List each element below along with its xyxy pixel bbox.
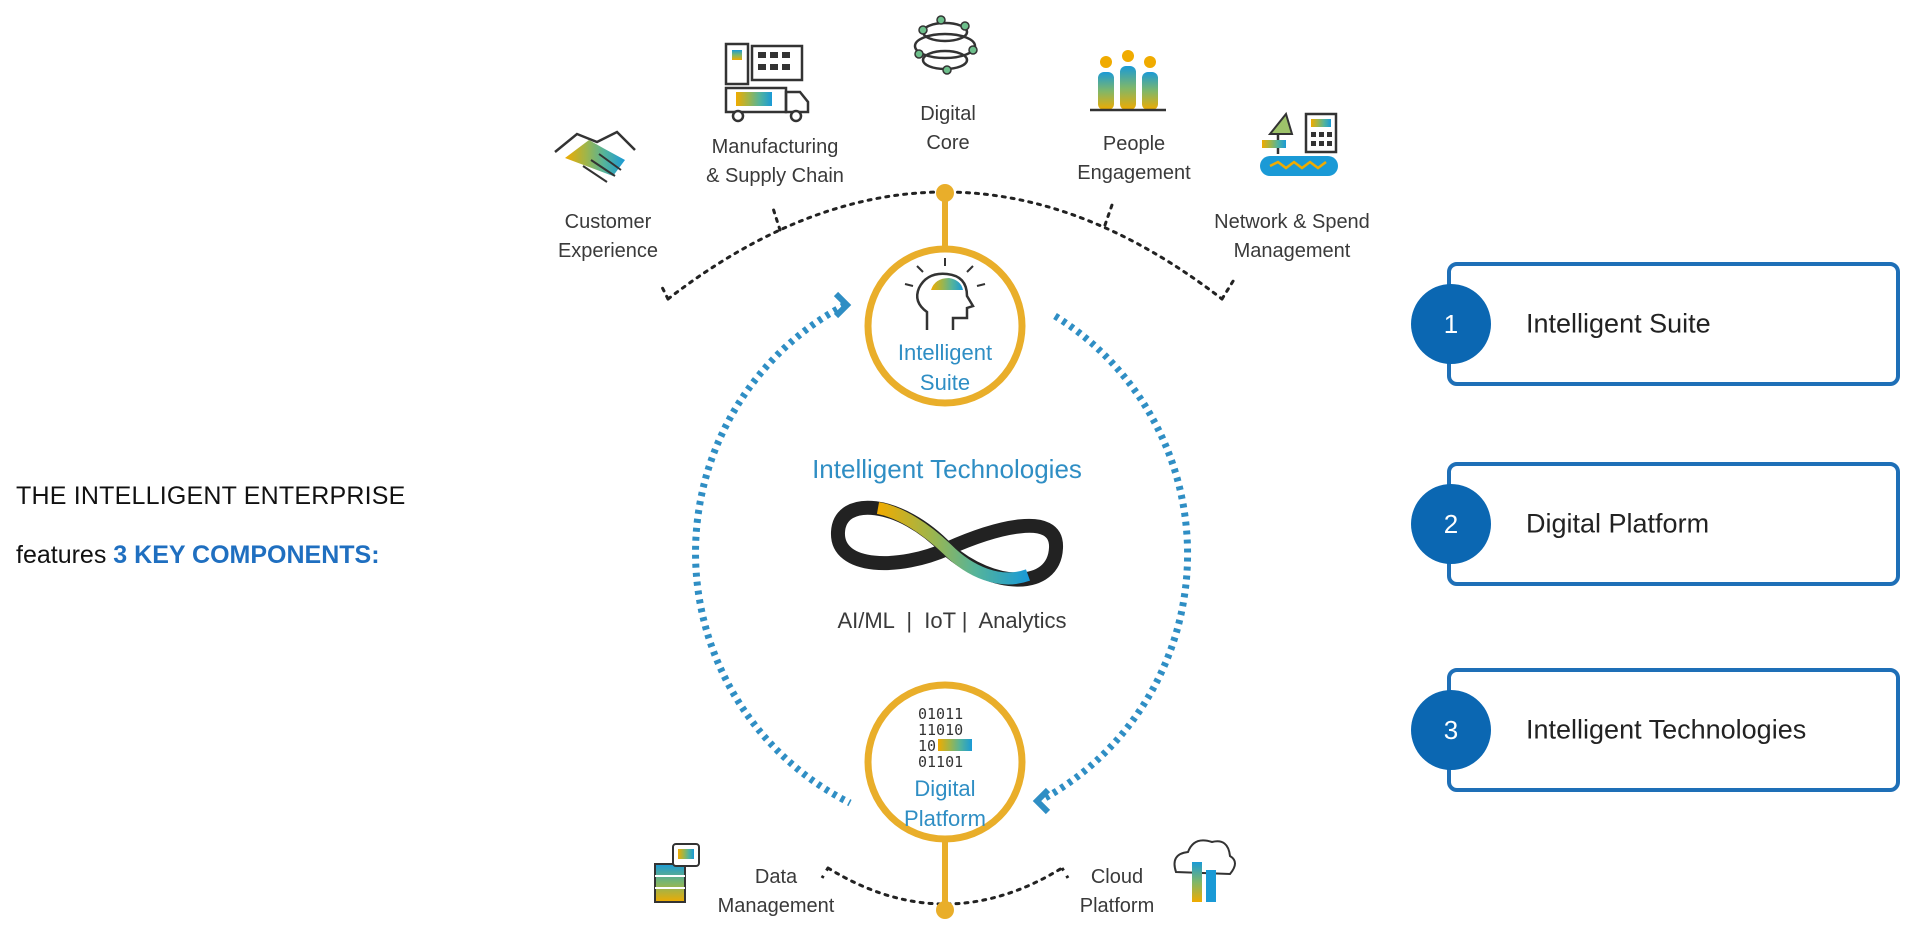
platform-label-line1: Digital xyxy=(914,776,975,801)
manufacturing-line1: Manufacturing xyxy=(712,136,839,158)
gold-node-top xyxy=(936,184,954,202)
cycle-arrowhead-top xyxy=(833,291,852,319)
technologies-title: Intelligent Technologies xyxy=(812,454,1082,484)
people-group-icon xyxy=(1090,50,1166,112)
intelligent-suite-circle xyxy=(864,245,1026,407)
component-number-badge: 1 xyxy=(1411,284,1491,364)
component-card-3: 3 Intelligent Technologies xyxy=(1411,668,1900,792)
platform-label-line2: Platform xyxy=(904,806,986,831)
bottom-arc-tick-right xyxy=(1060,867,1070,879)
infinity-icon xyxy=(831,500,1063,587)
binary-highlight-bar xyxy=(938,739,972,751)
cycle-arrowhead-bottom xyxy=(1032,787,1051,815)
component-label: Intelligent Suite xyxy=(1526,308,1711,339)
cloud-platform-line1: Cloud xyxy=(1091,866,1143,888)
digital-platform-circle xyxy=(864,681,1026,843)
intro-headline: THE INTELLIGENT ENTERPRISE xyxy=(16,482,406,510)
intro-subline: features 3 KEY COMPONENTS: xyxy=(16,541,380,570)
handshake-icon xyxy=(554,130,636,183)
globe-network-icon xyxy=(913,15,978,75)
suite-label-line1: Intelligent xyxy=(898,340,992,365)
blue-cycle-arrows xyxy=(692,301,1192,807)
binary-row-4: 01101 xyxy=(918,753,963,771)
data-management-line1: Data xyxy=(755,866,798,888)
top-arc-ticks xyxy=(658,203,1237,301)
digital-core-line2: Core xyxy=(926,132,969,154)
component-label: Intelligent Technologies xyxy=(1526,714,1807,745)
gold-node-bottom xyxy=(936,901,954,919)
intro-sub-prefix: features xyxy=(16,541,107,569)
data-docs-icon xyxy=(654,843,700,903)
cloud-chart-icon xyxy=(1173,839,1236,902)
top-dotted-arc xyxy=(666,190,1224,301)
suite-label-line2: Suite xyxy=(920,370,970,395)
data-management-line2: Management xyxy=(718,895,835,917)
component-number-badge: 2 xyxy=(1411,484,1491,564)
binary-row-3: 10 xyxy=(918,737,936,755)
network-spend-line1: Network & Spend xyxy=(1214,211,1370,233)
component-card-2: 2 Digital Platform xyxy=(1411,462,1900,586)
bottom-arc-tick-left xyxy=(820,867,830,879)
digital-core-line1: Digital xyxy=(920,103,976,125)
component-label: Digital Platform xyxy=(1526,508,1710,539)
people-engagement-line1: People xyxy=(1103,133,1165,155)
component-card-1: 1 Intelligent Suite xyxy=(1411,262,1900,386)
binary-code-icon: 01011 11010 10 01101 xyxy=(918,705,972,771)
component-number-badge: 3 xyxy=(1411,690,1491,770)
cycle-arc-right xyxy=(1043,313,1192,802)
binary-row-1: 01011 xyxy=(918,705,963,723)
cycle-arc-left xyxy=(692,301,852,807)
technologies-caption: AI/ML | IoT | Analytics xyxy=(837,608,1066,633)
procurement-icon xyxy=(1260,111,1338,176)
head-lightbulb-icon xyxy=(904,258,986,330)
factory-truck-icon xyxy=(724,42,810,123)
people-engagement-line2: Engagement xyxy=(1077,162,1191,184)
network-spend-line2: Management xyxy=(1234,240,1351,262)
manufacturing-line2: & Supply Chain xyxy=(706,165,844,187)
intro-sub-highlight: 3 KEY COMPONENTS: xyxy=(113,541,380,569)
binary-row-2: 11010 xyxy=(918,721,963,739)
customer-experience-line1: Customer xyxy=(565,211,652,233)
customer-experience-line2: Experience xyxy=(558,240,658,262)
cloud-platform-line2: Platform xyxy=(1080,895,1154,917)
